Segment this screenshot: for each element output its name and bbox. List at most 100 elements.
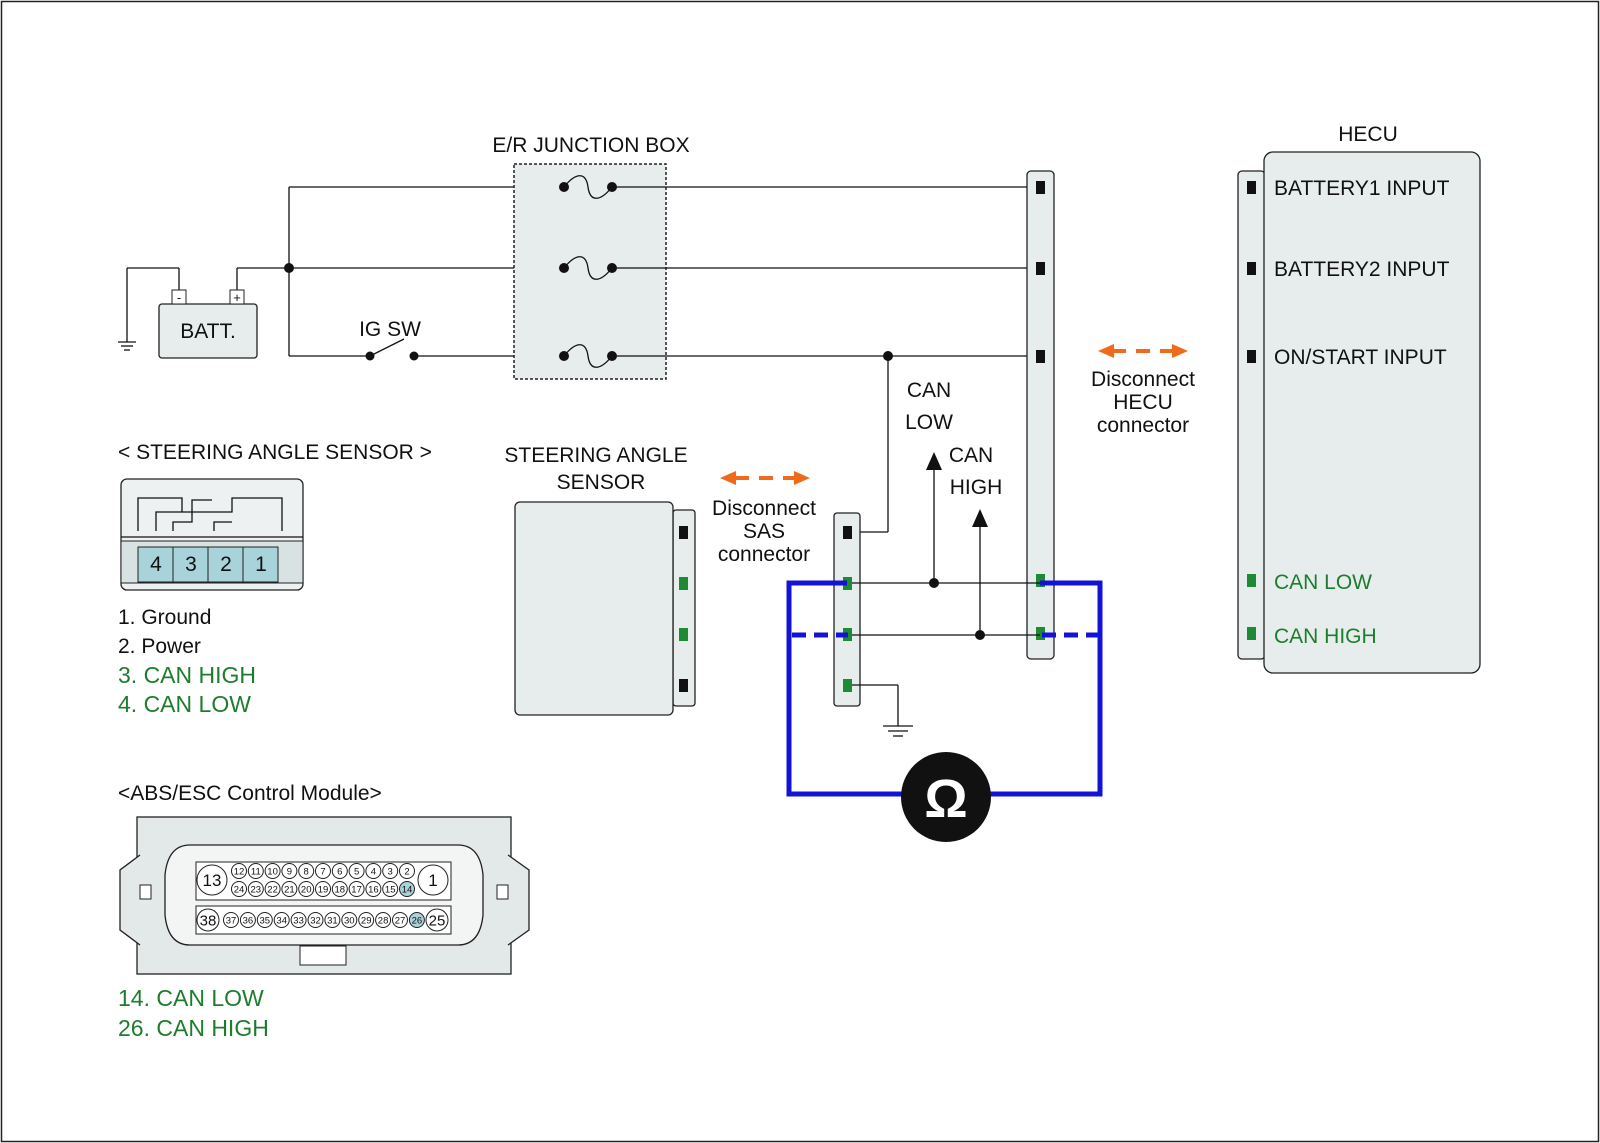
abs-pin-34-cavity — [273, 912, 290, 928]
probe-can-high-line1: CAN — [949, 444, 993, 467]
abs-pin-36: 36 — [243, 915, 254, 926]
abs-pin-19: 19 — [318, 884, 329, 895]
abs-pin-6-cavity — [331, 863, 348, 879]
sas-connector-title: < STEERING ANGLE SENSOR > — [118, 441, 432, 464]
abs-pin-37-cavity — [223, 912, 239, 928]
abs-pin-27-cavity — [392, 912, 408, 928]
sas-title-line2: SENSOR — [557, 471, 646, 494]
sas-legend-3: 3. CAN HIGH — [118, 662, 256, 688]
abs-pin-17-cavity — [348, 881, 365, 897]
hecu-pin-battery1: BATTERY1 INPUT — [1274, 177, 1450, 200]
hecu-pin-can-low: CAN LOW — [1274, 571, 1372, 594]
abs-connector-title: <ABS/ESC Control Module> — [118, 782, 382, 805]
sas-title-line1: STEERING ANGLE — [504, 444, 687, 467]
abs-pin-15: 15 — [385, 884, 396, 895]
abs-pin-1: 1 — [428, 871, 437, 890]
hecu-module: HECU BATTERY1 INPUT BATTERY2 INPUT ON/ST… — [1237, 123, 1481, 674]
abs-pin-16: 16 — [368, 884, 379, 895]
sas-harness-connector — [833, 512, 861, 707]
abs-pin-37: 37 — [226, 915, 237, 926]
disconnect-sas-line2: SAS — [743, 520, 785, 543]
disconnect-sas-line3: connector — [718, 543, 810, 566]
ig-switch-label: IG SW — [359, 318, 421, 341]
hecu-pin-on-start: ON/START INPUT — [1274, 346, 1447, 369]
hecu-pin-can-high: CAN HIGH — [1274, 625, 1377, 648]
hecu-harness-connector — [1026, 170, 1055, 660]
ig-switch: IG SW — [359, 318, 421, 361]
hecu-title: HECU — [1338, 123, 1398, 146]
abs-pin-18-cavity — [331, 881, 348, 897]
ohmmeter-symbol: Ω — [924, 769, 967, 829]
abs-pin-26: 26 — [412, 915, 423, 926]
disconnect-hecu: Disconnect HECU connector — [1091, 344, 1195, 437]
abs-pin-12: 12 — [234, 866, 245, 877]
abs-pin-3-cavity — [382, 863, 399, 879]
disconnect-hecu-line2: HECU — [1113, 391, 1173, 414]
abs-pin-11: 11 — [251, 866, 261, 877]
abs-pin-30-cavity — [341, 912, 358, 928]
abs-pin-10-cavity — [264, 863, 281, 879]
abs-pin-24: 24 — [234, 884, 245, 895]
hecu-supply-wires — [612, 186, 1040, 533]
abs-pin-19-cavity — [315, 881, 331, 897]
abs-pin-7-cavity — [315, 863, 331, 879]
disconnect-sas-line1: Disconnect — [712, 497, 816, 520]
abs-pin-7: 7 — [320, 866, 325, 877]
sas-legend-1: 1. Ground — [118, 606, 211, 629]
abs-pin-2-cavity — [399, 863, 415, 879]
battery-pos-label: + — [233, 290, 241, 305]
abs-pin-5: 5 — [354, 866, 359, 877]
ohmmeter-icon: Ω — [901, 752, 991, 842]
abs-pin-23: 23 — [251, 884, 262, 895]
abs-pin-23-cavity — [247, 881, 264, 897]
abs-pin-3: 3 — [388, 866, 393, 877]
abs-pin-4: 4 — [371, 866, 376, 877]
abs-pin-29: 29 — [361, 915, 372, 926]
abs-pin-9-cavity — [281, 863, 298, 879]
abs-pin-31: 31 — [327, 915, 338, 926]
battery: - + BATT. — [158, 289, 258, 359]
abs-pin-16-cavity — [365, 881, 382, 897]
abs-pin-35: 35 — [260, 915, 271, 926]
abs-pin-21: 21 — [284, 884, 295, 895]
disconnect-hecu-line1: Disconnect — [1091, 368, 1195, 391]
sas-pin-3: 3 — [185, 553, 197, 576]
abs-pin-21-cavity — [281, 881, 298, 897]
abs-pin-5-cavity — [348, 863, 365, 879]
abs-pin-12-cavity — [231, 863, 247, 879]
sas-legend-4: 4. CAN LOW — [118, 691, 251, 717]
ohmmeter-loop: Ω — [786, 580, 1103, 842]
abs-pin-8-cavity — [298, 863, 315, 879]
battery-neg-label: - — [177, 290, 181, 305]
abs-legend-1: 14. CAN LOW — [118, 985, 264, 1011]
abs-legend-2: 26. CAN HIGH — [118, 1015, 269, 1041]
abs-pin-4-cavity — [365, 863, 382, 879]
abs-pin-22-cavity — [264, 881, 281, 897]
abs-pin-9: 9 — [287, 866, 292, 877]
battery-label: BATT. — [180, 320, 236, 343]
abs-pin-6: 6 — [337, 866, 342, 877]
abs-pin-13-cavity — [196, 864, 228, 896]
abs-pin-11-cavity — [247, 863, 264, 879]
abs-pin-32: 32 — [310, 915, 321, 926]
probe-can-low-line1: CAN — [907, 379, 951, 402]
abs-pin-25-cavity — [425, 908, 449, 932]
abs-pin-31-cavity — [324, 912, 341, 928]
abs-pin-20: 20 — [301, 884, 312, 895]
abs-pin-14: 14 — [402, 884, 413, 895]
abs-pin-36-cavity — [239, 912, 256, 928]
abs-pin-29-cavity — [358, 912, 375, 928]
sas-pin-4: 4 — [150, 553, 162, 576]
abs-pin-18: 18 — [335, 884, 346, 895]
abs-pin-34: 34 — [276, 915, 287, 926]
abs-pin-15-cavity — [382, 881, 399, 897]
fuse-2 — [559, 256, 617, 280]
can-wires: CAN LOW CAN HIGH — [852, 379, 1040, 737]
junction-box-title: E/R JUNCTION BOX — [492, 134, 689, 157]
abs-pin-30: 30 — [344, 915, 355, 926]
abs-pin-32-cavity — [307, 912, 324, 928]
abs-pin-8: 8 — [304, 866, 309, 877]
abs-pin-17: 17 — [351, 884, 362, 895]
